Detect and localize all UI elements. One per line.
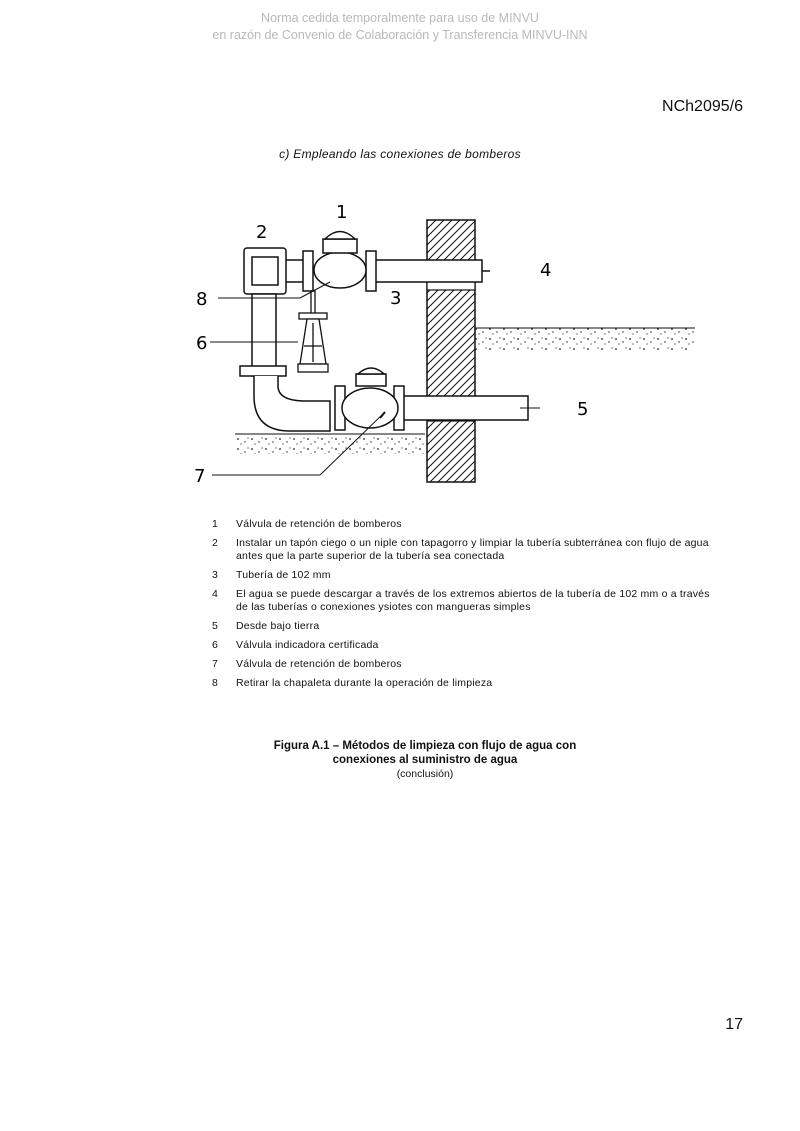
legend-item: 2 Instalar un tapón ciego o un niple con… [212,537,712,563]
caption-line-3: (conclusión) [396,768,454,780]
legend-text: Válvula indicadora certificada [236,639,379,651]
legend-text: Retirar la chapaleta durante la operació… [236,677,493,689]
legend-number: 2 [212,537,218,549]
legend-item: 1 Válvula de retención de bomberos [212,518,712,531]
watermark: Norma cedida temporalmente para uso de M… [0,10,800,44]
legend-number: 6 [212,639,218,651]
caption-line-2: conexiones al suministro de agua [332,754,518,766]
vertical-riser [239,293,331,432]
leader-lines [210,270,540,476]
callout-6: 6 [196,333,207,354]
legend-item: 3 Tubería de 102 mm [212,569,712,582]
upper-pipe [243,230,490,295]
callout-3: 3 [390,288,401,309]
caption-line-1: Figura A.1 – Métodos de limpieza con flu… [273,740,577,752]
legend-item: 4 El agua se puede descargar a través de… [212,588,712,614]
document-reference: NCh2095/6 [662,98,743,115]
watermark-line-1: Norma cedida temporalmente para uso de M… [261,11,539,25]
indicator-valve [297,290,329,373]
figure-legend: 1 Válvula de retención de bomberos 2 Ins… [212,518,712,696]
legend-item: 5 Desde bajo tierra [212,620,712,633]
callout-2: 2 [256,222,267,243]
legend-number: 5 [212,620,218,632]
legend-item: 6 Válvula indicadora certificada [212,639,712,652]
callout-5: 5 [577,399,588,420]
legend-number: 4 [212,588,218,600]
legend-number: 7 [212,658,218,670]
piping-diagram: 1 2 3 4 5 6 7 8 [194,202,695,487]
legend-number: 1 [212,518,218,530]
lower-pipe [334,367,529,431]
figure-caption: Figura A.1 – Métodos de limpieza con flu… [0,739,800,781]
legend-text: El agua se puede descargar a través de l… [236,588,710,613]
legend-item: 7 Válvula de retención de bomberos [212,658,712,671]
callout-7: 7 [194,466,205,487]
legend-text: Instalar un tapón ciego o un niple con t… [236,537,709,562]
legend-text: Válvula de retención de bomberos [236,518,402,530]
legend-item: 8 Retirar la chapaleta durante la operac… [212,677,712,690]
callout-1: 1 [336,202,347,223]
watermark-line-2: en razón de Convenio de Colaboración y T… [212,28,588,42]
callout-8: 8 [196,289,207,310]
legend-text: Válvula de retención de bomberos [236,658,402,670]
legend-number: 8 [212,677,218,689]
page-number: 17 [725,1016,743,1033]
figure-subtitle: c) Empleando las conexiones de bomberos [279,147,521,161]
legend-text: Desde bajo tierra [236,620,320,632]
legend-text: Tubería de 102 mm [236,569,331,581]
callout-4: 4 [540,260,551,281]
ground-soil [235,327,695,454]
legend-number: 3 [212,569,218,581]
